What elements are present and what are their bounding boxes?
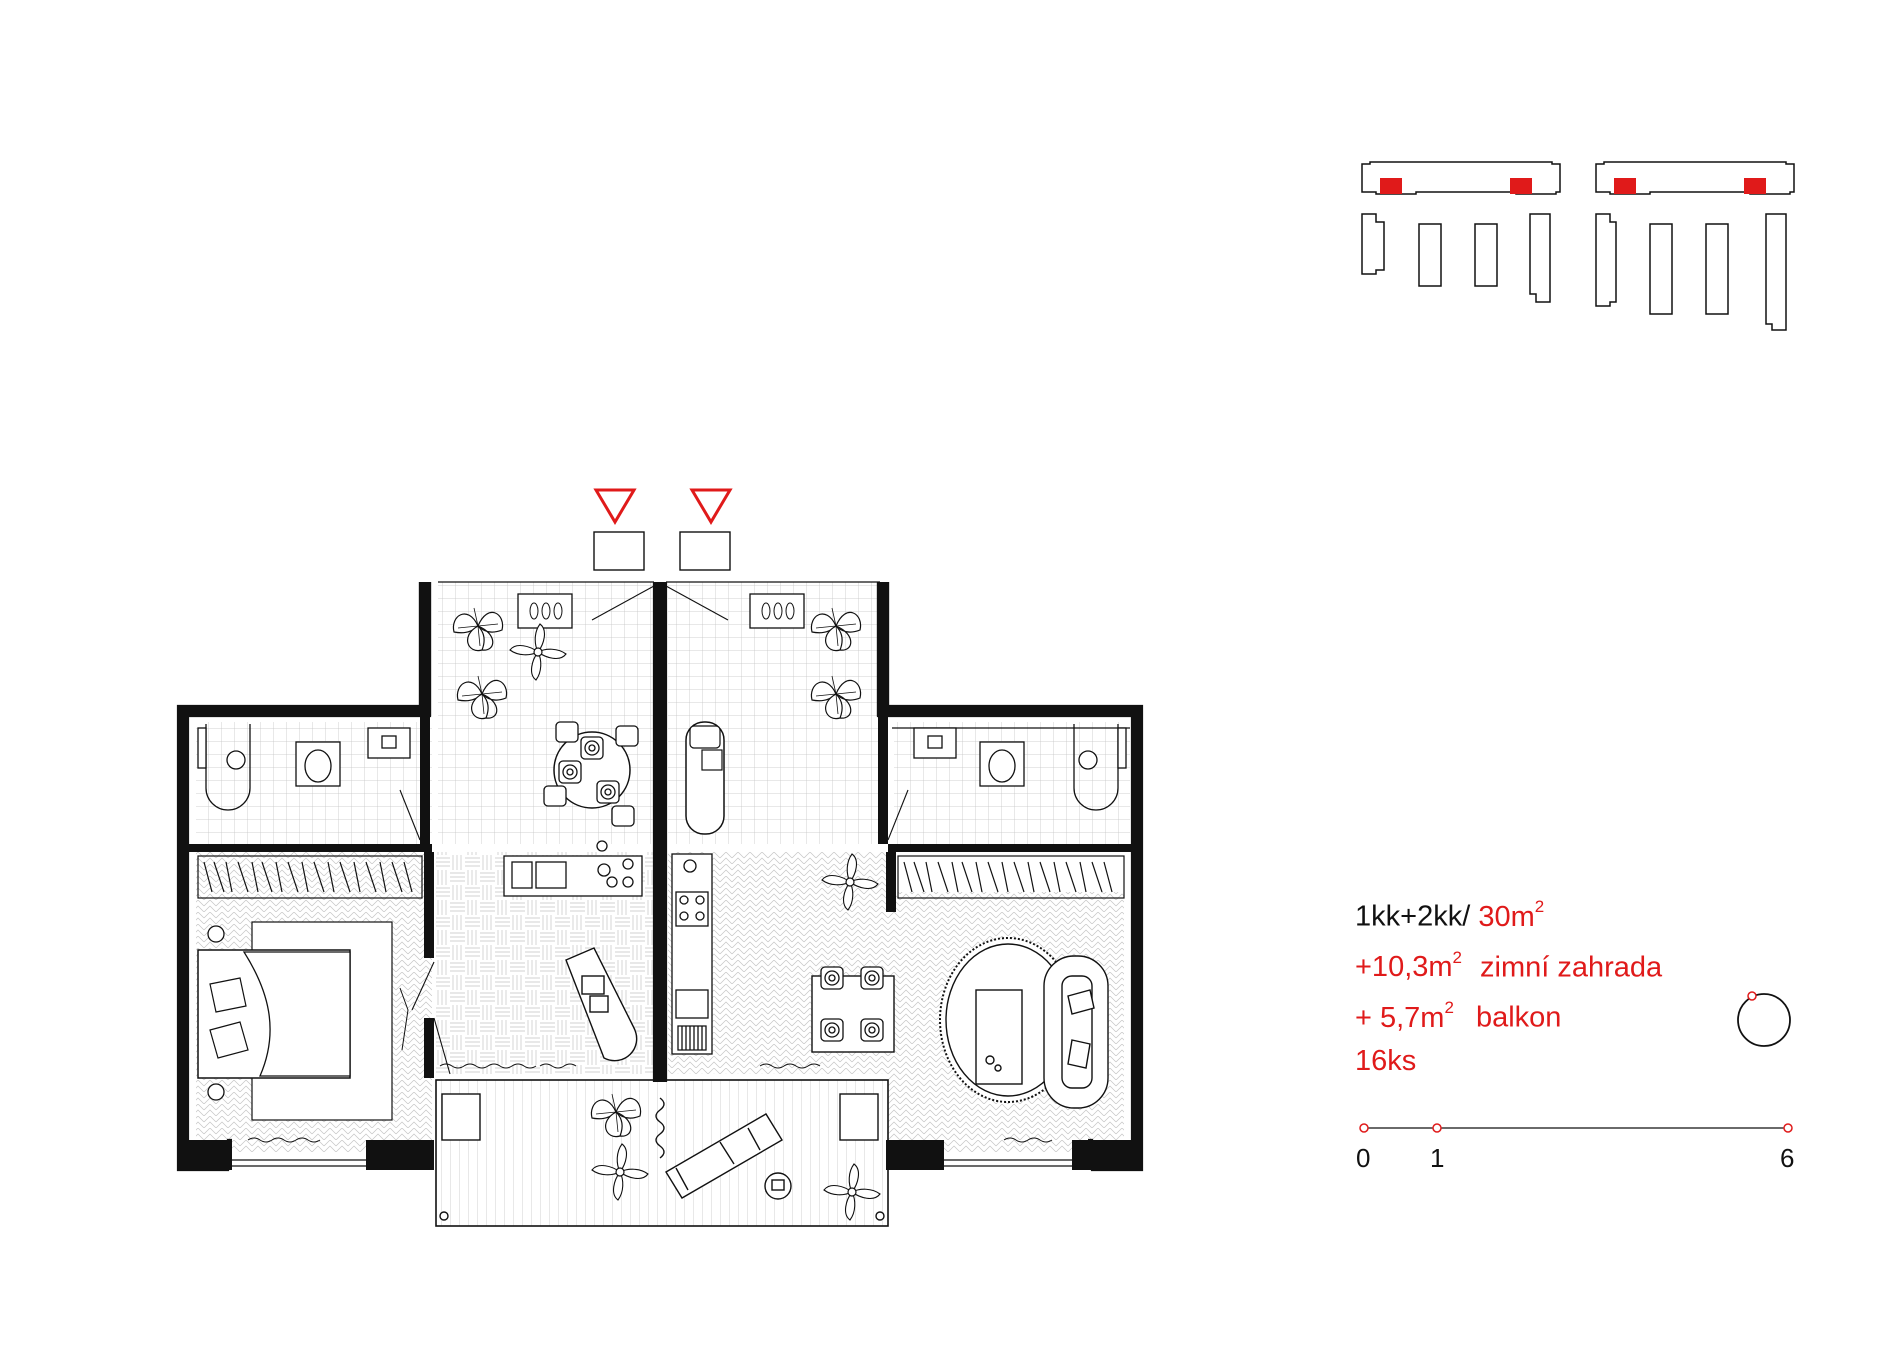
key-unit-highlight	[1510, 178, 1532, 194]
balcony-furniture	[439, 1093, 885, 1221]
wardrobes	[197, 855, 1125, 899]
toilet-icon	[988, 749, 1016, 783]
left-kitchenette	[503, 840, 643, 897]
wall-fills	[178, 582, 1142, 1170]
left-lounge	[565, 947, 638, 1062]
winter-garden-label: zimní zahrada	[1480, 951, 1663, 984]
bed-icon	[197, 921, 409, 1121]
left-bathroom	[197, 724, 411, 811]
sink-icon	[675, 989, 709, 1019]
right-bathroom	[913, 724, 1127, 811]
north-arrow-icon	[1737, 991, 1791, 1047]
stove-icon	[597, 863, 611, 877]
unit-area: 30m2	[1478, 897, 1545, 933]
round-table-with-chairs	[543, 721, 639, 827]
unit-type-line: 1kk+2kk/ 30m2	[1355, 888, 1662, 939]
doormats	[593, 531, 731, 571]
balcony-label: balkon	[1475, 1001, 1562, 1034]
balcony-area: + 5,7m2	[1355, 998, 1454, 1034]
scale-label-0: 0	[1356, 1143, 1371, 1173]
scale-bar	[1359, 1123, 1793, 1133]
scale-label-6: 6	[1780, 1143, 1795, 1173]
key-unit-highlight	[1744, 178, 1766, 194]
bedroom-curtain	[247, 1063, 1053, 1143]
dining-set	[811, 966, 895, 1053]
entrance-triangle-icon	[593, 488, 733, 525]
unit-type: 1kk+2kk/	[1355, 900, 1471, 933]
unit-summary: 1kk+2kk/ 30m2 +10,3m2 zimní zahrada + 5,7…	[1355, 888, 1662, 1083]
winter-garden-area: +10,3m2	[1355, 947, 1463, 984]
balcony-line: + 5,7m2 balkon	[1355, 989, 1662, 1040]
key-unit-highlight	[1380, 178, 1402, 194]
shoe-rack	[517, 593, 805, 629]
sink-icon	[381, 735, 397, 749]
doors	[399, 585, 909, 1075]
toilet-icon	[304, 749, 332, 783]
unit-count: 16ks	[1355, 1044, 1417, 1077]
key-unit-highlight	[1614, 178, 1636, 194]
sink-icon	[535, 861, 567, 889]
winter-garden-line: +10,3m2 zimní zahrada	[1355, 939, 1662, 990]
lounge-chair	[685, 721, 725, 835]
sofa-icon	[939, 937, 1109, 1109]
scale-label-1: 1	[1430, 1143, 1445, 1173]
key-plan	[1361, 161, 1795, 331]
sink-icon	[927, 735, 943, 749]
right-kitchenette	[671, 853, 713, 1055]
